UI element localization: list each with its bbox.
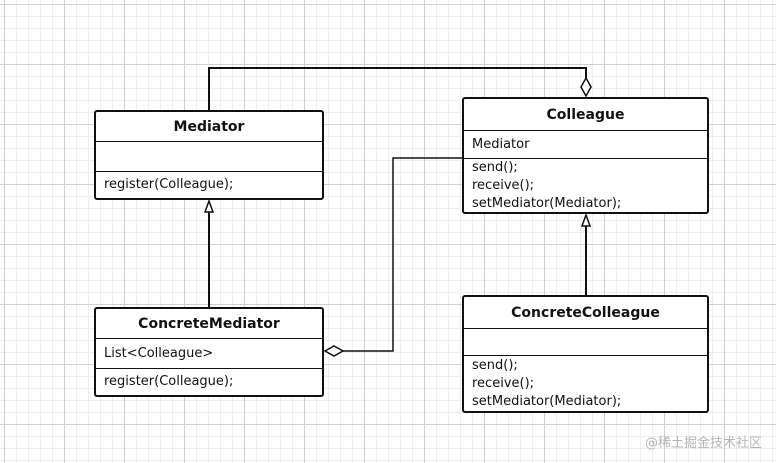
attributes-section-mediator [96, 142, 322, 172]
operation-set-mediator: setMediator(Mediator); [472, 393, 622, 409]
attribute-mediator: Mediator [472, 136, 530, 152]
watermark-text: @稀土掘金技术社区 [644, 436, 762, 451]
operation-send: send(); [472, 357, 518, 373]
operation-send: send(); [472, 159, 518, 175]
operation-receive: receive(); [472, 177, 535, 193]
operation-register: register(Colleague); [104, 374, 234, 389]
operation-register: register(Colleague); [104, 177, 234, 192]
class-box-mediator: Mediator register(Colleague); [94, 110, 324, 200]
aggregation-line-colleague-concrete-mediator [343, 157, 462, 352]
class-name-colleague: Colleague [464, 99, 707, 131]
class-name-concrete-mediator: ConcreteMediator [96, 309, 322, 339]
aggregation-diamond-colleague [580, 76, 592, 98]
class-box-concrete-colleague: ConcreteColleague send(); receive(); set… [462, 295, 709, 413]
attributes-section-concrete-mediator: List<Colleague> [96, 339, 322, 369]
operations-section-mediator: register(Colleague); [96, 172, 322, 198]
class-box-colleague: Colleague Mediator send(); receive(); se… [462, 97, 709, 214]
operation-set-mediator: setMediator(Mediator); [472, 195, 622, 211]
class-box-concrete-mediator: ConcreteMediator List<Colleague> registe… [94, 307, 324, 397]
generalization-arrowhead-colleague [580, 212, 592, 227]
generalization-arrowhead-mediator [203, 198, 215, 213]
operations-section-colleague: send(); receive(); setMediator(Mediator)… [464, 159, 707, 212]
aggregation-line-mediator-colleague [208, 67, 587, 110]
class-name-mediator: Mediator [96, 112, 322, 142]
operations-section-concrete-colleague: send(); receive(); setMediator(Mediator)… [464, 356, 707, 411]
aggregation-diamond-concrete-mediator [323, 345, 345, 357]
attributes-section-concrete-colleague [464, 329, 707, 356]
attributes-section-colleague: Mediator [464, 131, 707, 159]
operation-receive: receive(); [472, 375, 535, 391]
attribute-colleague-list: List<Colleague> [104, 345, 214, 361]
class-name-concrete-colleague: ConcreteColleague [464, 297, 707, 329]
operations-section-concrete-mediator: register(Colleague); [96, 369, 322, 395]
